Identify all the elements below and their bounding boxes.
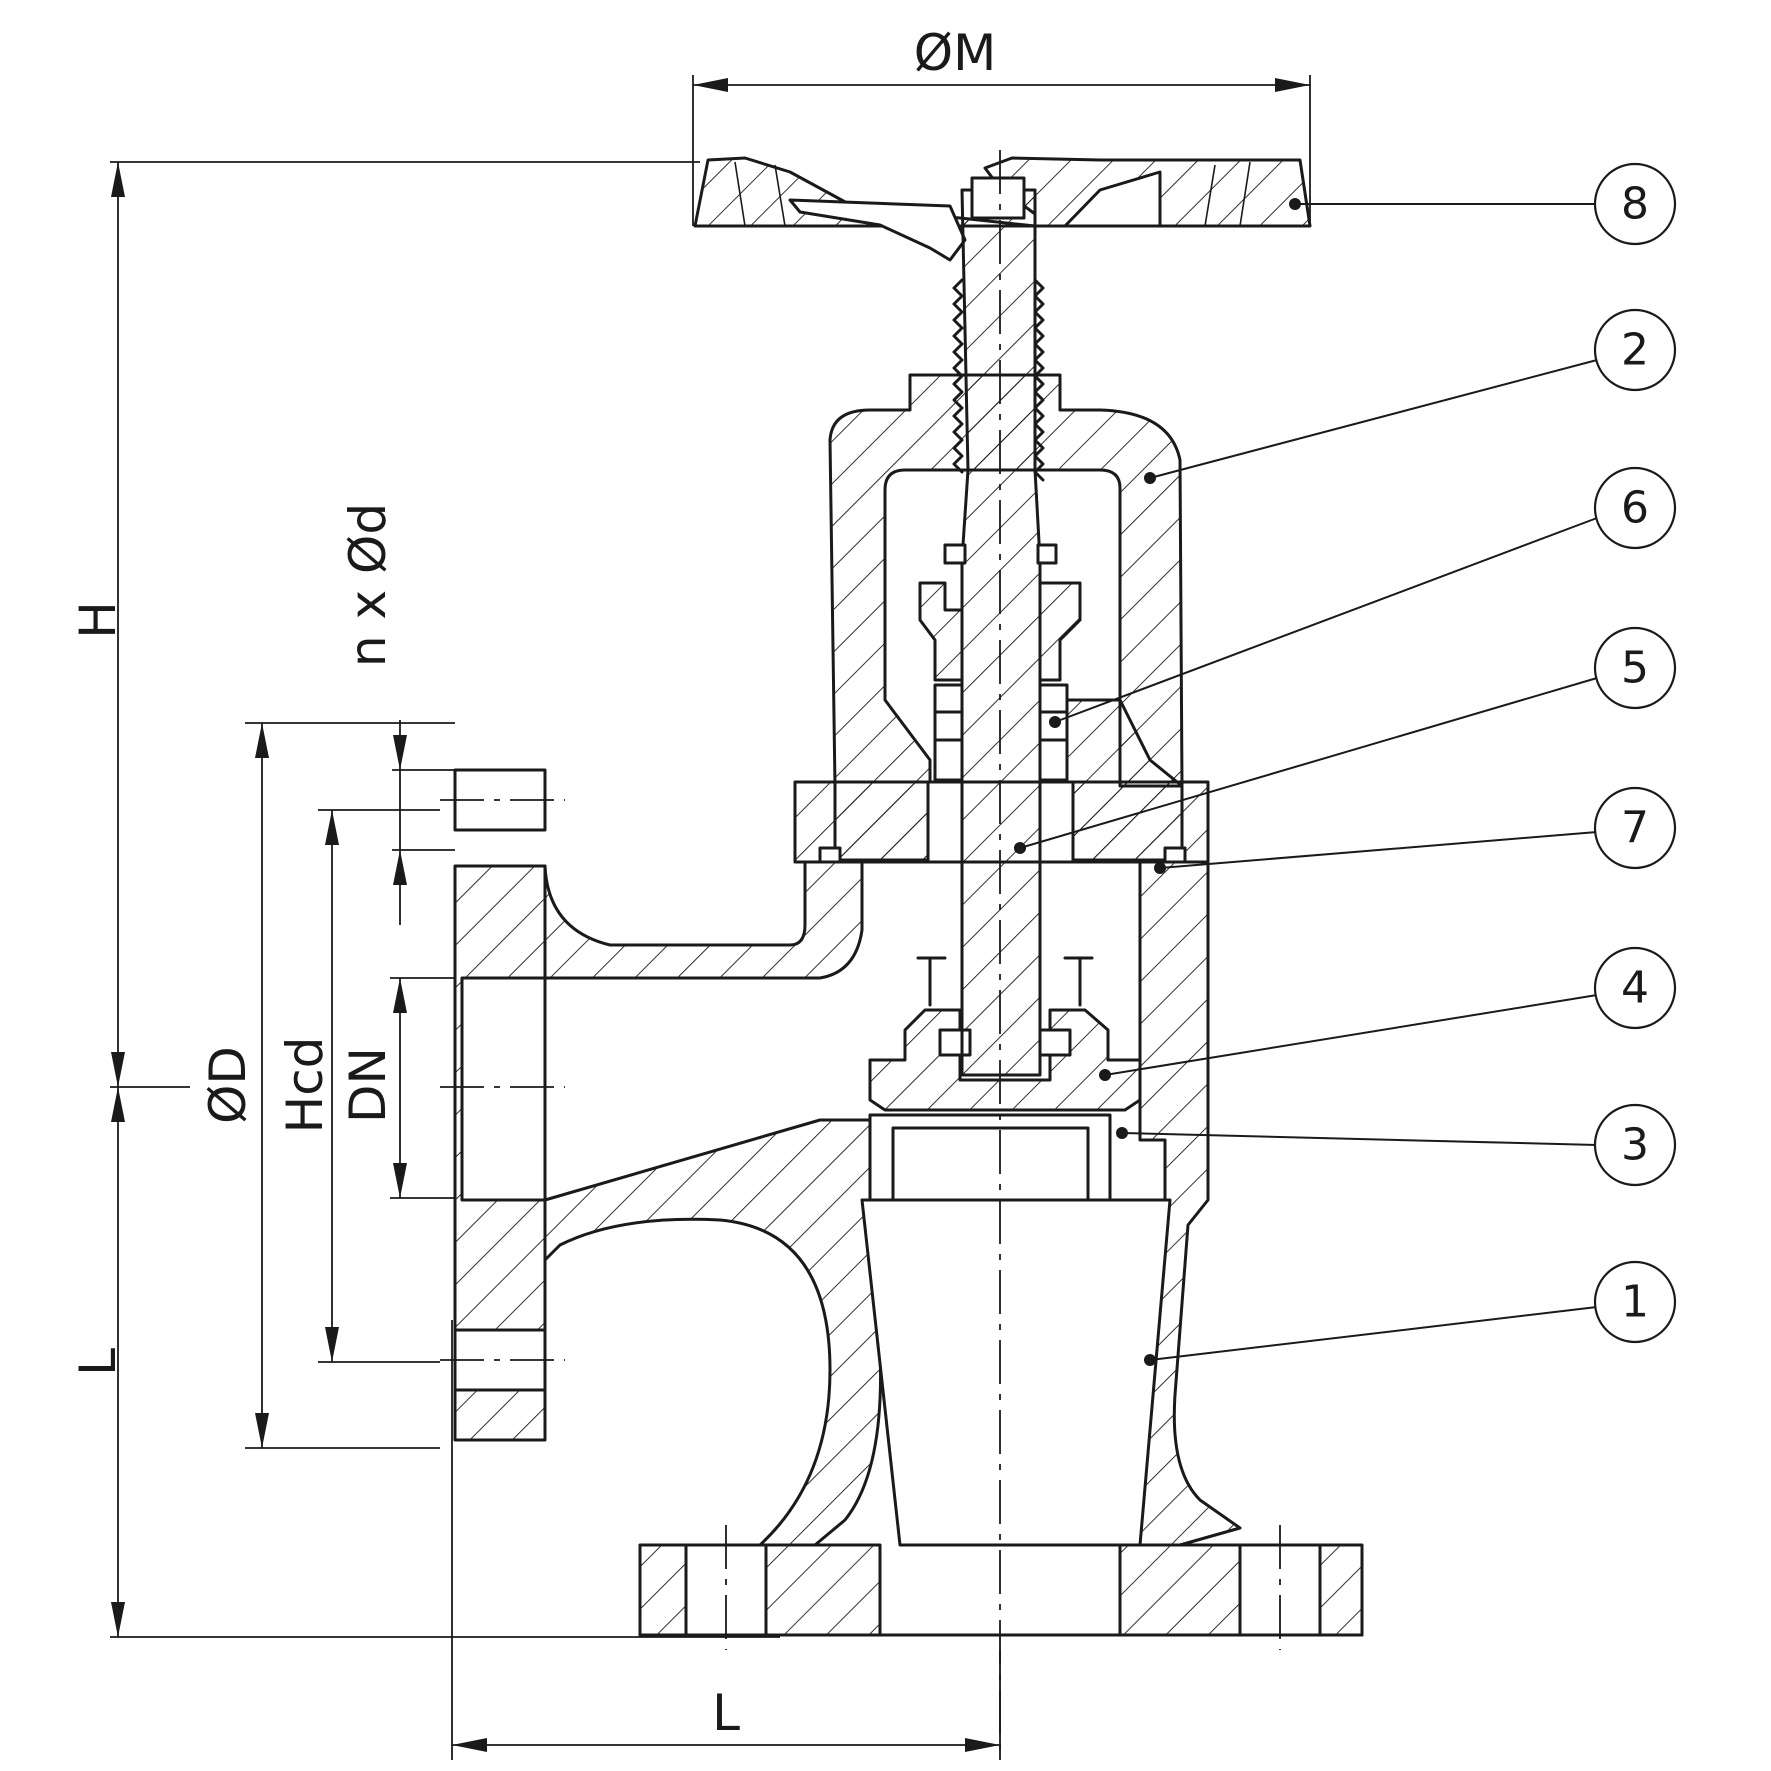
balloon-3 — [1593, 1103, 1677, 1187]
gasket — [818, 846, 1187, 864]
disc — [868, 956, 1142, 1112]
balloon-2-label: 2 — [1621, 325, 1649, 376]
balloon-5 — [1593, 626, 1677, 710]
valve-body — [453, 768, 1364, 1637]
dim-flange-diameter: ØD — [199, 1046, 257, 1124]
part-callouts: 8 2 6 5 7 4 3 1 — [1014, 162, 1677, 1366]
dim-handwheel-diameter: ØM — [914, 24, 997, 82]
balloon-8-label: 8 — [1621, 179, 1649, 230]
balloon-8 — [1593, 162, 1677, 246]
balloon-4 — [1593, 946, 1677, 1030]
dim-bolt-holes: n x Ød — [339, 503, 397, 667]
balloon-6 — [1593, 466, 1677, 550]
center-lines — [440, 150, 1281, 1760]
stem — [952, 176, 1045, 1077]
dim-height-to-face: L — [69, 1348, 127, 1376]
dim-nominal-diameter: DN — [339, 1047, 397, 1123]
dimension-lines — [110, 75, 1311, 1760]
gland-packing — [918, 543, 1082, 782]
handwheel — [693, 156, 1312, 262]
dim-bolt-circle: Hcd — [276, 1037, 334, 1134]
balloon-1-label: 1 — [1621, 1277, 1649, 1328]
balloon-7 — [1593, 786, 1677, 870]
balloon-4-label: 4 — [1621, 963, 1649, 1014]
balloon-1 — [1593, 1260, 1677, 1344]
balloon-3-label: 3 — [1621, 1120, 1649, 1171]
balloon-2 — [1593, 308, 1677, 392]
seat-ring — [868, 1113, 1112, 1202]
dimension-labels: ØM H L ØD Hcd DN n x Ød L — [69, 24, 996, 1742]
dim-face-to-center: L — [712, 1684, 740, 1742]
balloon-7-label: 7 — [1621, 803, 1649, 854]
balloon-6-label: 6 — [1621, 483, 1649, 534]
balloon-5-label: 5 — [1621, 643, 1649, 694]
dim-overall-height: H — [69, 601, 127, 639]
